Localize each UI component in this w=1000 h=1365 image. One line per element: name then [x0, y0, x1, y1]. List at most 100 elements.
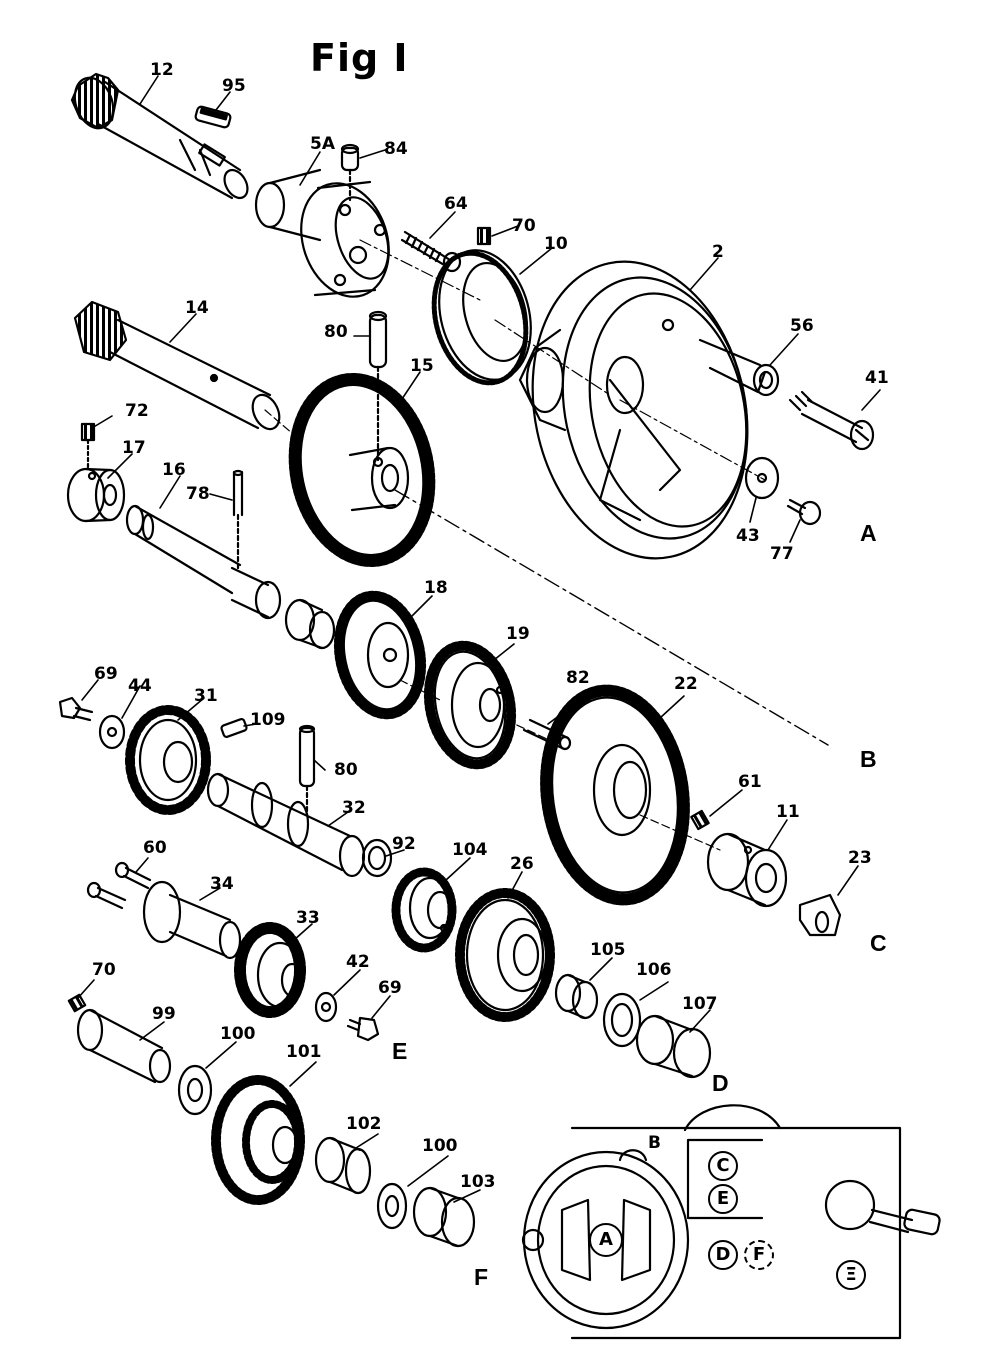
inset-marker-d: D [708, 1240, 738, 1270]
label-12: 12 [150, 60, 174, 80]
part-69-bolt-top [60, 698, 92, 720]
label-70-top: 70 [512, 216, 536, 236]
label-5a: 5A [310, 134, 335, 154]
label-104: 104 [452, 840, 488, 860]
label-42: 42 [346, 952, 370, 972]
part-101-double-gear [216, 1080, 300, 1200]
label-102: 102 [346, 1114, 382, 1134]
part-95-key [195, 106, 231, 128]
part-99-shaft [78, 1010, 170, 1082]
section-label-f: F [474, 1264, 489, 1290]
part-17-collar [68, 469, 124, 521]
part-10-ring [420, 240, 544, 393]
part-109-key [221, 718, 248, 737]
part-15-large-gear [278, 366, 445, 573]
label-80-top: 80 [324, 322, 348, 342]
label-70-lower: 70 [92, 960, 116, 980]
label-103: 103 [460, 1172, 496, 1192]
label-82: 82 [566, 668, 590, 688]
part-19-gear [418, 638, 521, 772]
part-12-pinion-shaft [68, 72, 252, 202]
label-99: 99 [152, 1004, 176, 1024]
part-69-bolt-lower [348, 1018, 378, 1040]
label-100-b: 100 [422, 1136, 458, 1156]
part-32-shaft [208, 774, 364, 876]
label-77: 77 [770, 544, 794, 564]
part-102-bushing [316, 1138, 370, 1193]
part-16-shaft [127, 506, 334, 648]
label-32: 32 [342, 798, 366, 818]
label-19: 19 [506, 624, 530, 644]
part-44-washer [100, 716, 124, 748]
part-92-washer [363, 840, 391, 876]
label-43: 43 [736, 526, 760, 546]
inset-marker-lever: Ξ [836, 1260, 866, 1290]
label-26: 26 [510, 854, 534, 874]
part-107-bushing [637, 1016, 710, 1077]
section-label-d: D [712, 1070, 729, 1096]
label-64: 64 [444, 194, 468, 214]
label-31: 31 [194, 686, 218, 706]
label-23: 23 [848, 848, 872, 868]
label-61: 61 [738, 772, 762, 792]
part-11-collar [708, 834, 786, 906]
part-84-pin [342, 145, 358, 200]
part-56-handle-sleeve [700, 340, 778, 395]
section-label-b: B [860, 746, 877, 772]
section-label-e: E [392, 1038, 408, 1064]
label-15: 15 [410, 356, 434, 376]
inset-front-view [523, 1105, 941, 1338]
label-105: 105 [590, 940, 626, 960]
label-78: 78 [186, 484, 210, 504]
part-80-pin-lower [300, 726, 314, 815]
part-42-washer [316, 993, 336, 1021]
label-17: 17 [122, 438, 146, 458]
part-105-bushing [556, 975, 597, 1018]
part-61-set-screw [691, 811, 708, 829]
part-23-clip [800, 895, 840, 935]
label-101: 101 [286, 1042, 322, 1062]
label-95: 95 [222, 76, 246, 96]
inset-marker-a: A [589, 1223, 623, 1257]
part-26-gear [460, 893, 550, 1017]
label-72: 72 [125, 401, 149, 421]
part-14-pinion-shaft [75, 302, 284, 433]
label-109: 109 [250, 710, 286, 730]
section-label-a: A [860, 520, 877, 546]
inset-marker-c: C [708, 1151, 738, 1181]
part-78-pin [234, 471, 242, 570]
label-80-lower: 80 [334, 760, 358, 780]
part-104-gear [396, 872, 452, 948]
label-106: 106 [636, 960, 672, 980]
part-5a-hub [256, 170, 403, 308]
inset-marker-f: F [744, 1240, 774, 1270]
part-100-washer-b [378, 1184, 406, 1228]
inset-label-b: B [648, 1133, 661, 1153]
part-22-large-gear [533, 682, 697, 909]
section-label-c: C [870, 930, 887, 956]
part-31-gear [130, 710, 206, 810]
part-60-screws [88, 863, 150, 908]
part-70-set-screw-lower [69, 995, 85, 1011]
part-43-washer [746, 458, 778, 498]
label-84: 84 [384, 139, 408, 159]
part-77-screw [788, 500, 820, 524]
label-14: 14 [185, 298, 209, 318]
label-22: 22 [674, 674, 698, 694]
label-69-top: 69 [94, 664, 118, 684]
leader-lines [78, 76, 880, 1202]
label-107: 107 [682, 994, 718, 1014]
part-18-gear [328, 588, 431, 722]
label-18: 18 [424, 578, 448, 598]
part-72-set-screw [82, 424, 94, 470]
label-33: 33 [296, 908, 320, 928]
label-16: 16 [162, 460, 186, 480]
label-60: 60 [143, 838, 167, 858]
label-44: 44 [128, 676, 152, 696]
label-10: 10 [544, 234, 568, 254]
label-92: 92 [392, 834, 416, 854]
part-2-handwheel [506, 241, 774, 578]
inset-marker-e: E [708, 1184, 738, 1214]
